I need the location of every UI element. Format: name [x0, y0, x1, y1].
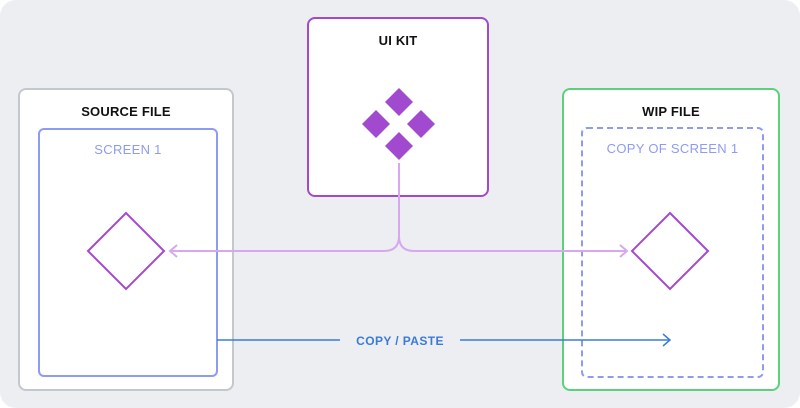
copy-of-screen-1-label: COPY OF SCREEN 1	[606, 141, 739, 156]
source-file-title: SOURCE FILE	[81, 104, 171, 119]
wip-file-frame[interactable]: WIP FILE COPY OF SCREEN 1	[562, 88, 780, 391]
ui-kit-title: UI KIT	[378, 33, 418, 48]
copy-of-screen-1-frame[interactable]: COPY OF SCREEN 1	[581, 127, 764, 378]
source-file-frame[interactable]: SOURCE FILE SCREEN 1	[18, 88, 234, 391]
screen-1-label: SCREEN 1	[94, 142, 162, 157]
copy-paste-label: COPY / PASTE	[340, 331, 460, 351]
screen-1-frame[interactable]: SCREEN 1	[38, 128, 218, 377]
wip-file-title: WIP FILE	[642, 104, 700, 119]
ui-kit-frame[interactable]: UI KIT	[307, 17, 489, 197]
